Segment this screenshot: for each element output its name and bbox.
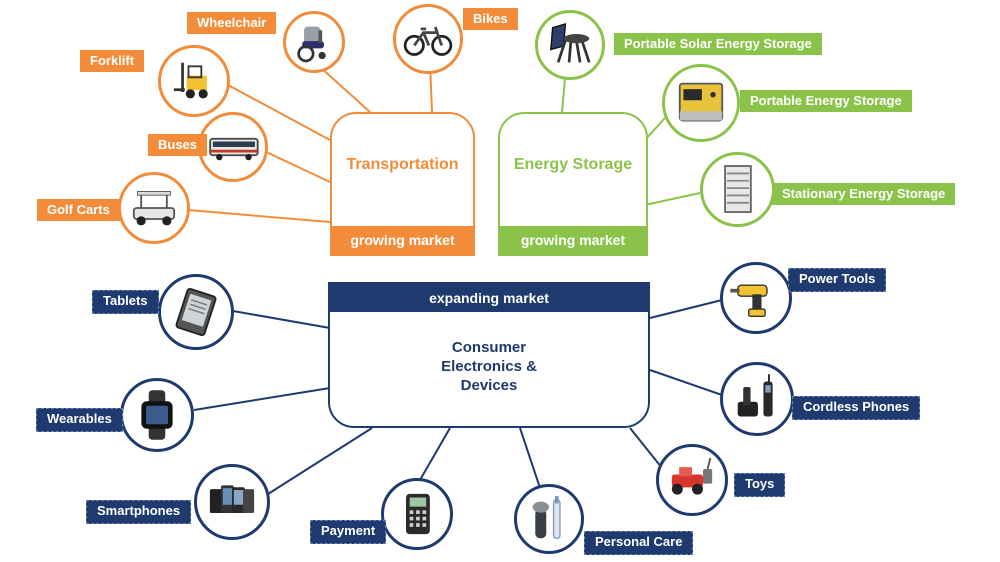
forklift-label: Forklift [80, 50, 145, 72]
payment-label: Payment [310, 520, 387, 544]
payment-node [381, 478, 453, 550]
toys-node [656, 444, 728, 516]
smartphones-node [194, 464, 270, 540]
drill-icon [730, 284, 768, 318]
personal-care-label: Personal Care [584, 531, 694, 555]
transportation-growing-market-label: growing market [332, 226, 473, 254]
forklift-node [158, 45, 230, 117]
portable-energy-label: Portable Energy Storage [740, 90, 912, 112]
smartphones-label: Smartphones [86, 500, 192, 524]
power-tools-label: Power Tools [788, 268, 887, 292]
portable-solar-label: Portable Solar Energy Storage [614, 33, 822, 55]
bicycle-icon [403, 26, 453, 56]
smartphone-icon [209, 485, 255, 514]
portable-energy-node [662, 64, 740, 142]
stationary-energy-node [700, 152, 775, 227]
cordless-phones-node [720, 362, 794, 436]
wearables-label: Wearables [36, 408, 123, 432]
toy-truck-icon [671, 457, 713, 495]
tablet-icon [175, 287, 217, 337]
tablets-label: Tablets [92, 290, 159, 314]
cordless-phones-label: Cordless Phones [792, 396, 921, 420]
wheelchair-label: Wheelchair [187, 12, 277, 34]
energy-storage-hub: Energy Storage growing market [498, 112, 648, 256]
solar-panel-icon [550, 23, 591, 63]
toys-label: Toys [734, 473, 786, 497]
cordless-phone-icon [737, 374, 773, 417]
golf-carts-label: Golf Carts [37, 199, 120, 221]
shaver-icon [532, 496, 561, 539]
bus-icon [209, 137, 259, 161]
stationary-energy-label: Stationary Energy Storage [772, 183, 956, 205]
wheelchair-icon [297, 26, 326, 63]
bikes-label: Bikes [463, 8, 518, 30]
transportation-title: Transportation [346, 156, 459, 173]
consumer-electronics-hub: expanding market Consumer Electronics & … [328, 282, 650, 428]
payment-terminal-icon [406, 493, 430, 535]
golf-carts-node [118, 172, 190, 244]
buses-node [198, 112, 268, 182]
battery-box-icon [678, 82, 724, 122]
expanding-market-header: expanding market [330, 284, 648, 312]
tablets-node [158, 274, 234, 350]
transportation-hub: Transportation growing market [330, 112, 475, 256]
portable-solar-node [535, 10, 605, 80]
smartwatch-icon [141, 390, 173, 440]
wheelchair-node [283, 11, 345, 73]
personal-care-node [514, 484, 584, 554]
bikes-node [393, 4, 463, 74]
buses-label: Buses [148, 134, 208, 156]
power-tools-node [720, 262, 792, 334]
forklift-icon [173, 62, 208, 99]
consumer-electronics-title: Consumer Electronics & Devices [441, 339, 537, 394]
wearables-node [120, 378, 194, 452]
golf-cart-icon [132, 191, 176, 226]
energy-growing-market-label: growing market [500, 226, 646, 254]
energy-storage-title: Energy Storage [513, 156, 633, 173]
battery-rack-icon [724, 165, 752, 213]
